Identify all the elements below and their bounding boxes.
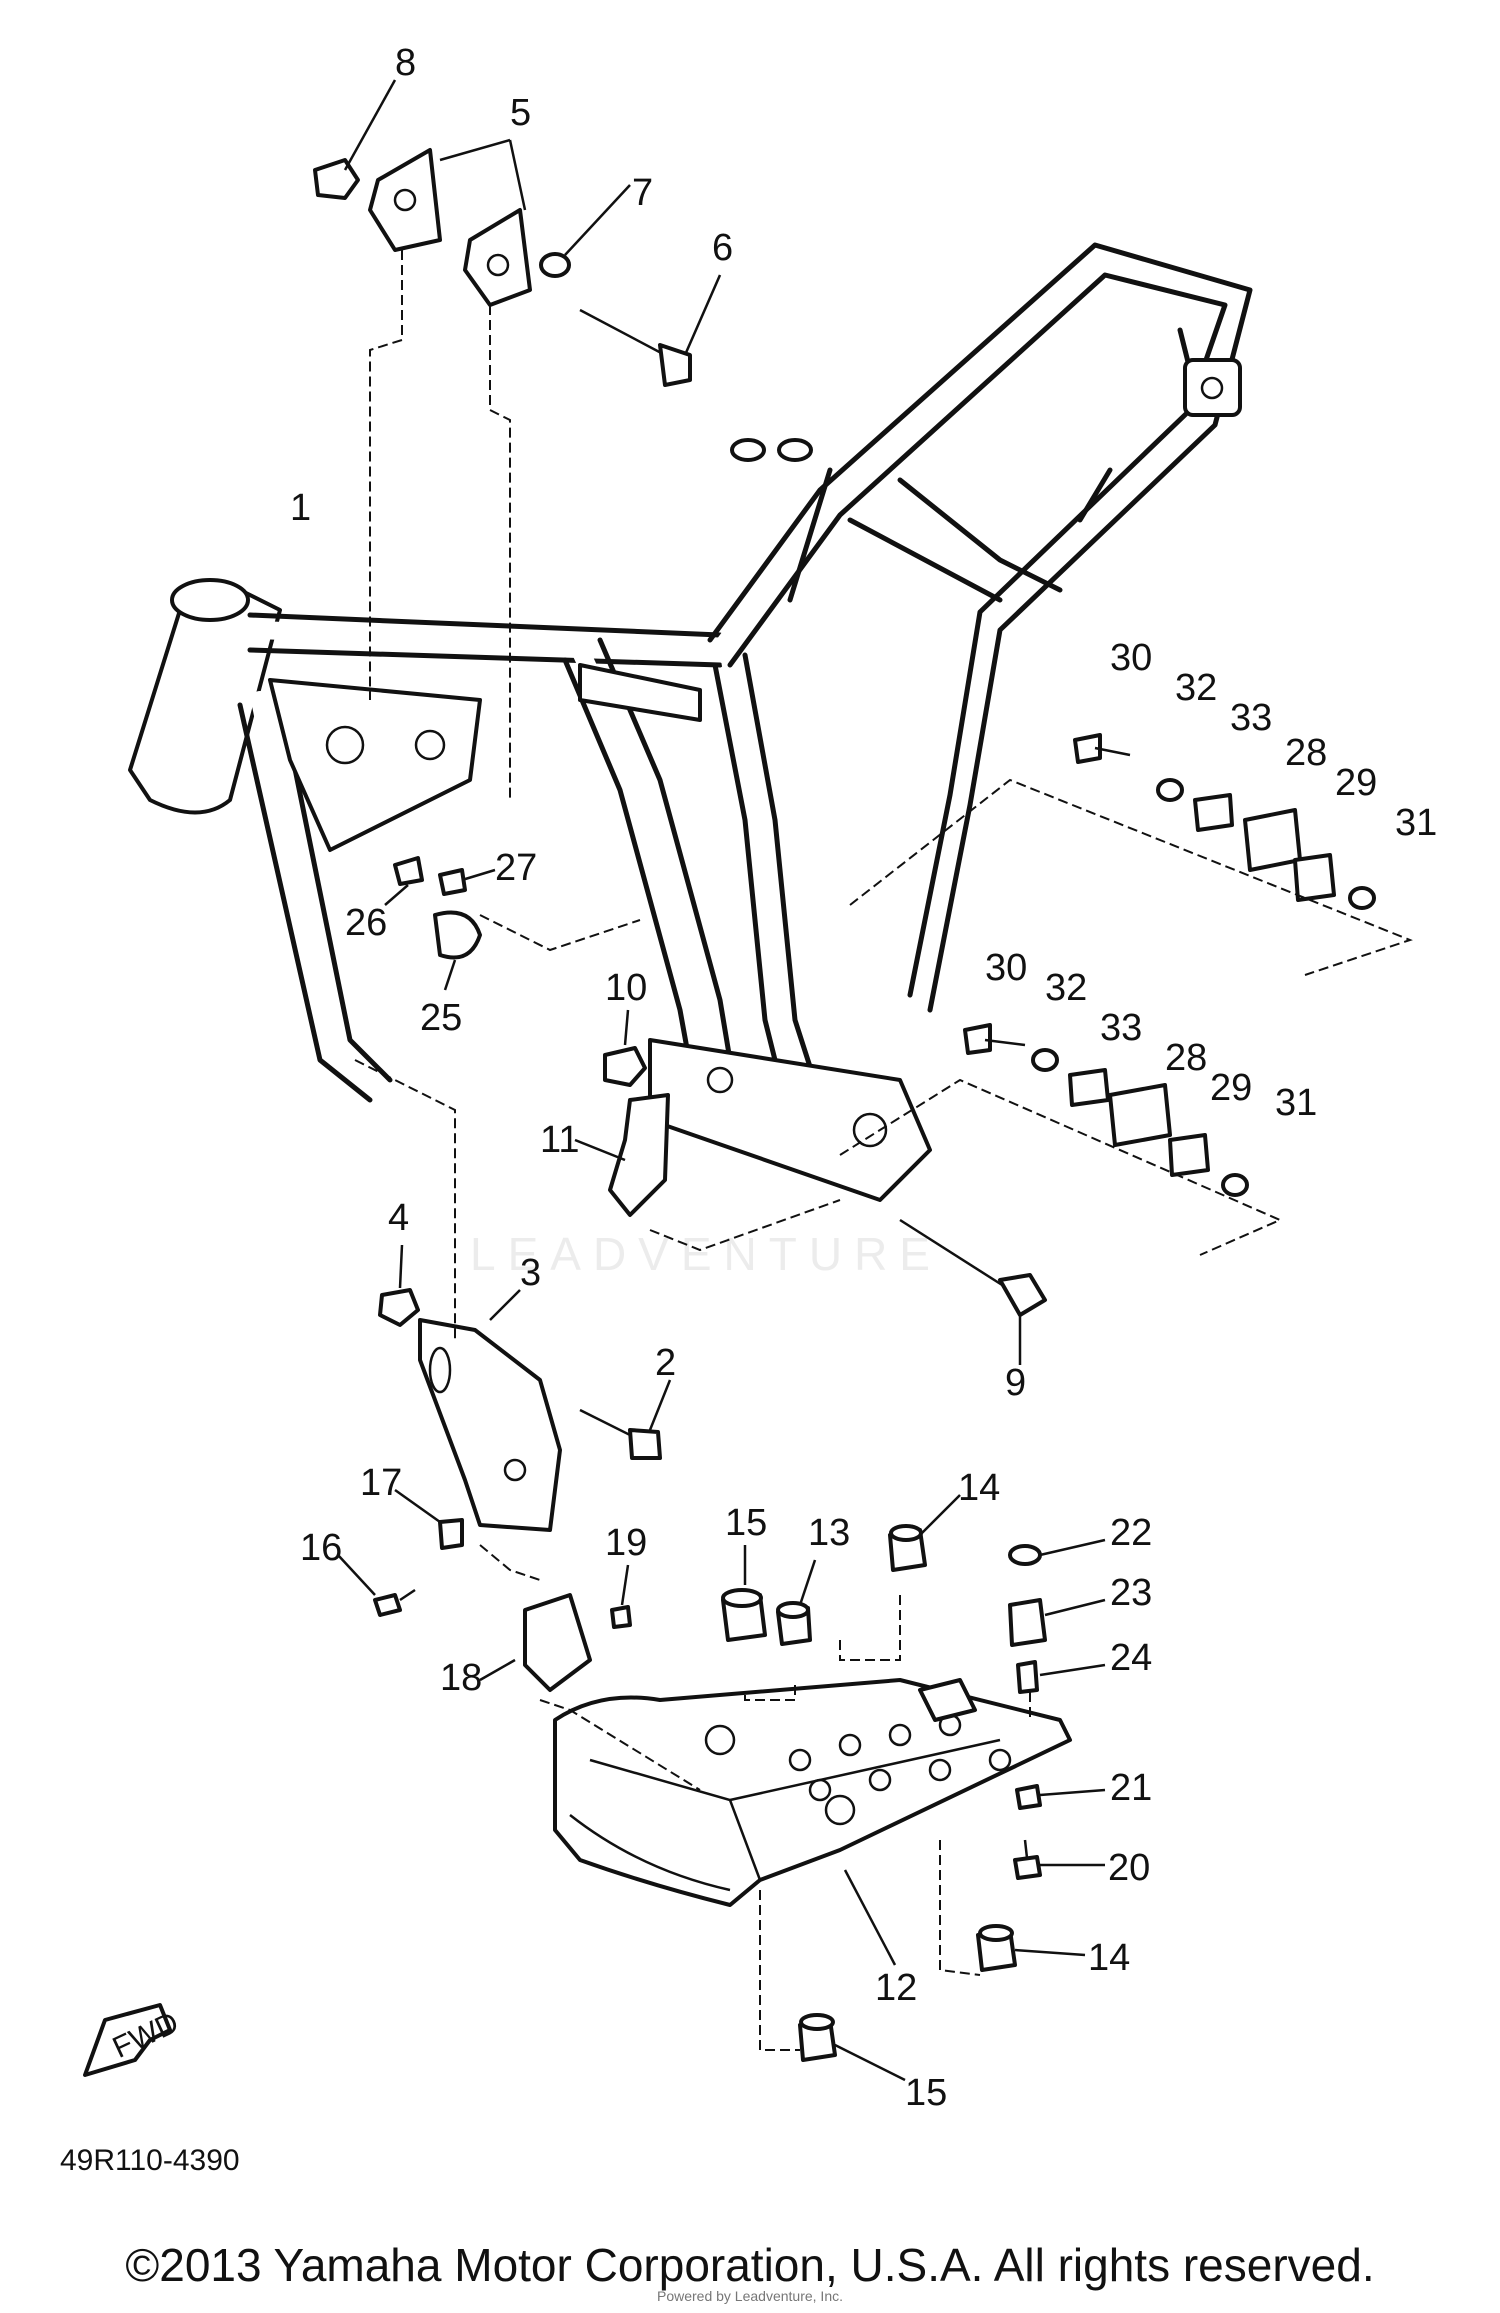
part-label: 3: [520, 1252, 541, 1294]
part-label: 18: [440, 1657, 482, 1699]
part-label: 28: [1165, 1037, 1207, 1079]
fine-print: Powered by Leadventure, Inc.: [656, 2288, 843, 2304]
part-label: 14: [1088, 1937, 1130, 1979]
bracket-11: [574, 1093, 670, 1217]
washer-22: [1008, 1538, 1106, 1566]
watermark: LEADVENTURE: [470, 1228, 942, 1280]
part-label: 31: [1275, 1082, 1317, 1124]
part-label: 29: [1210, 1067, 1252, 1109]
part-label: 5: [510, 92, 531, 134]
collar-24: [1016, 1660, 1106, 1694]
part-label: 26: [345, 902, 387, 944]
part-label: 30: [1110, 637, 1152, 679]
bolt-19: [610, 1564, 632, 1629]
part-label: 27: [495, 847, 537, 889]
part-label: 15: [905, 2072, 947, 2114]
part-label: 13: [808, 1512, 850, 1554]
engine-plate-3: [418, 1289, 562, 1532]
part-label: 12: [875, 1967, 917, 2009]
part-label: 23: [1110, 1572, 1152, 1614]
nut-4: [378, 1244, 420, 1327]
part-label: 33: [1100, 1007, 1142, 1049]
part-label: 17: [360, 1462, 402, 1504]
part-label: 16: [300, 1527, 342, 1569]
damper-13: [776, 1559, 817, 1646]
part-label: 4: [388, 1197, 409, 1239]
bolt-9: [899, 1218, 1047, 1365]
bracket-5: [368, 138, 532, 307]
part-label: 19: [605, 1522, 647, 1564]
bolt-20: [1013, 1839, 1105, 1880]
part-label: 14: [958, 1467, 1000, 1509]
part-label: 32: [1175, 667, 1217, 709]
part-label: 8: [395, 42, 416, 84]
part-label: 31: [1395, 802, 1437, 844]
skid-plate-12: [553, 1678, 1072, 1966]
part-label: 15: [725, 1502, 767, 1544]
mount-set-upper: [849, 733, 1413, 976]
bolt-6: [579, 274, 722, 387]
part-label: 24: [1110, 1637, 1152, 1679]
part-label: 9: [1005, 1362, 1026, 1404]
part-labels: 1 2 3 4 5 6 7 8 9 10 11 12 13 14 14 15 1…: [290, 42, 1437, 2114]
part-label: 28: [1285, 732, 1327, 774]
part-label: 32: [1045, 967, 1087, 1009]
part-label: 6: [712, 227, 733, 269]
nut-21: [1015, 1784, 1106, 1810]
part-label: 10: [605, 967, 647, 1009]
copyright-notice: ©2013 Yamaha Motor Corporation, U.S.A. A…: [125, 2239, 1375, 2291]
part-label: 7: [632, 172, 653, 214]
clip-17: [394, 1488, 464, 1550]
damper-14-top: [888, 1494, 961, 1572]
bolt-2: [579, 1379, 672, 1460]
nut-10: [603, 1009, 647, 1087]
part-label: 29: [1335, 762, 1377, 804]
part-label: 20: [1108, 1847, 1150, 1889]
washer-7: [539, 184, 631, 278]
nut-8: [313, 79, 397, 200]
part-label: 21: [1110, 1767, 1152, 1809]
clamp-25-26-27: [384, 856, 641, 991]
fwd-arrow-icon: FWD: [83, 2003, 184, 2077]
damper-14-bottom: [976, 1924, 1086, 1972]
diagram-code: 49R110-4390: [60, 2144, 240, 2177]
damper-15-bottom: [798, 2013, 906, 2082]
part-label: 22: [1110, 1512, 1152, 1554]
damper-15-top: [721, 1545, 767, 1642]
damper-23: [1008, 1598, 1106, 1647]
bolt-16: [337, 1554, 416, 1617]
part-label: 2: [655, 1342, 676, 1384]
frame-assembly: [128, 242, 1253, 1202]
mount-set-lower: [839, 1023, 1283, 1256]
part-label: 30: [985, 947, 1027, 989]
part-label: 11: [540, 1119, 579, 1161]
bracket-18: [479, 1593, 592, 1692]
part-label: 25: [420, 997, 462, 1039]
part-label: 33: [1230, 697, 1272, 739]
part-label: 1: [290, 487, 311, 529]
